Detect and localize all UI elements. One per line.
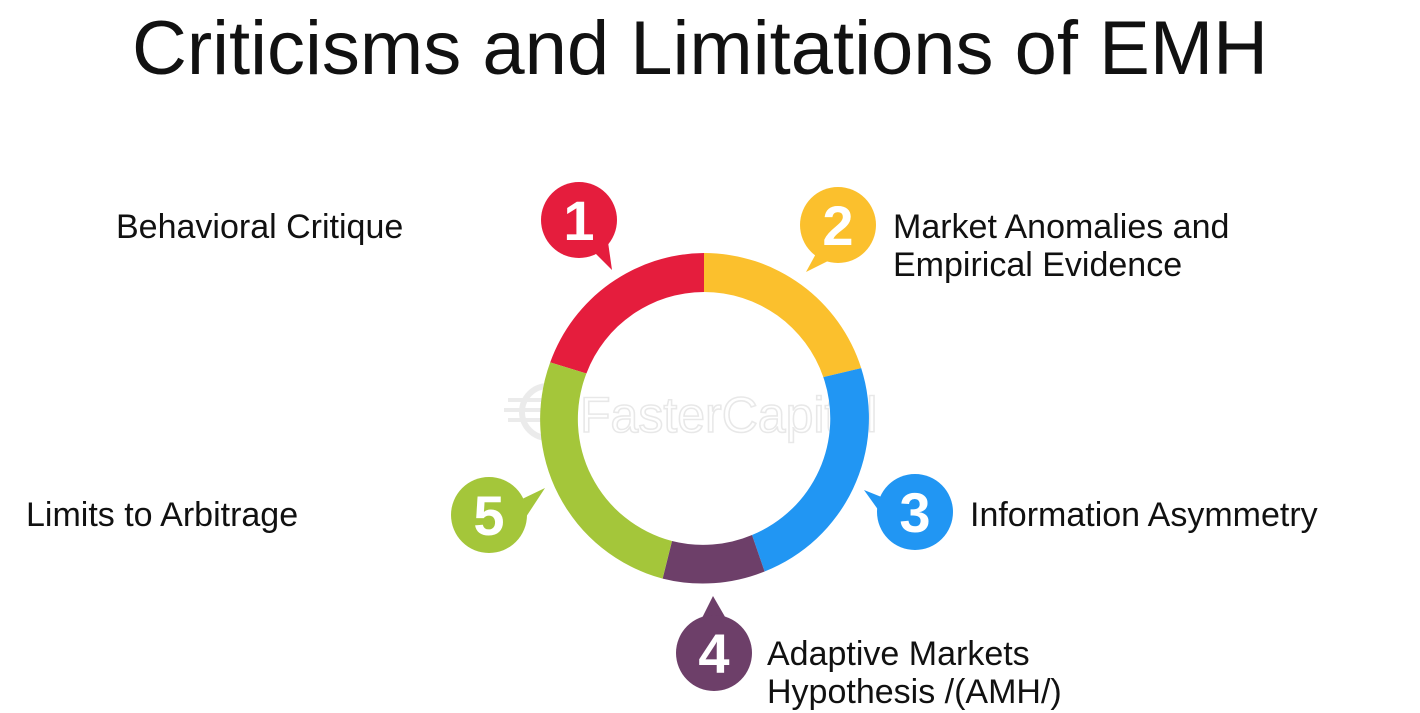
ring-segment-5	[540, 362, 672, 579]
label-4-line-1: Adaptive Markets	[767, 635, 1030, 673]
badge-5-number: 5	[473, 484, 504, 547]
label-behavioral-critique: Behavioral Critique	[116, 208, 403, 246]
watermark: FasterCapital	[504, 383, 878, 444]
label-5-line-1: Limits to Arbitrage	[26, 496, 299, 534]
badge-2-number: 2	[822, 194, 853, 257]
ring-segment-1	[550, 253, 704, 374]
ring-segment-4	[662, 535, 765, 584]
label-adaptive-markets: Adaptive Markets Hypothesis /(AMH/)	[767, 635, 1062, 711]
ring-segment-3	[752, 368, 869, 572]
label-information-asymmetry: Information Asymmetry	[970, 496, 1318, 534]
badge-3-number: 3	[899, 481, 930, 544]
label-2-line-1: Market Anomalies and	[893, 208, 1230, 246]
badge-4: 4	[676, 596, 752, 691]
label-2-line-2: Empirical Evidence	[893, 246, 1183, 284]
badge-4-number: 4	[698, 622, 729, 685]
badge-1: 1	[541, 182, 617, 270]
badge-3: 3	[864, 474, 953, 550]
label-4-line-2: Hypothesis /(AMH/)	[767, 673, 1062, 711]
label-1-line-1: Behavioral Critique	[116, 208, 404, 246]
badge-5: 5	[451, 477, 545, 553]
label-3-line-1: Information Asymmetry	[970, 496, 1318, 534]
label-market-anomalies: Market Anomalies and Empirical Evidence	[893, 208, 1229, 284]
badge-1-number: 1	[563, 189, 594, 252]
ring-segment-2	[704, 253, 862, 378]
label-limits-to-arbitrage: Limits to Arbitrage	[26, 496, 298, 534]
badge-2: 2	[800, 187, 876, 272]
page-title: Criticisms and Limitations of EMH	[131, 6, 1269, 91]
